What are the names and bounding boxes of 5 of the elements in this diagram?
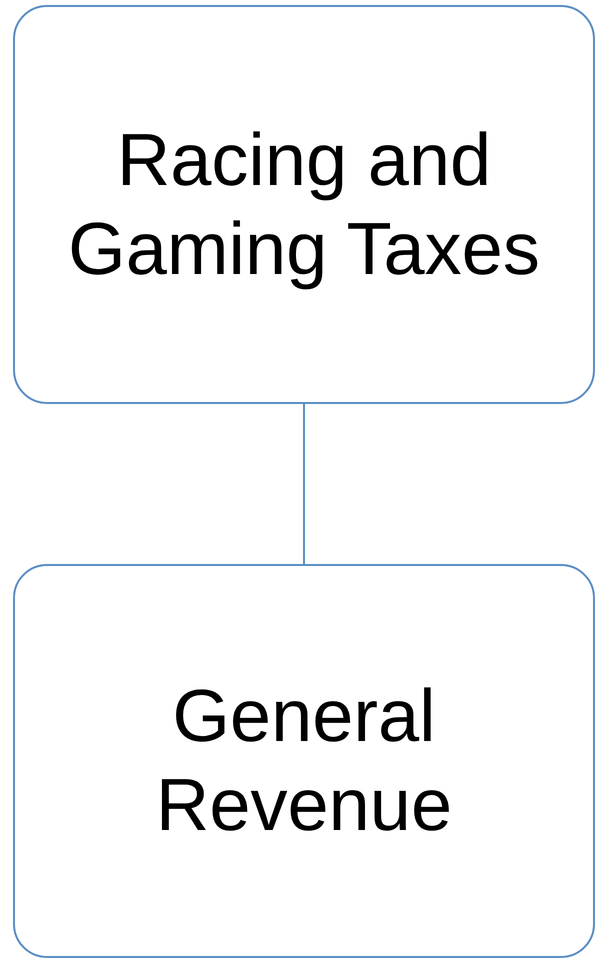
box-label: Racing and Gaming Taxes	[67, 116, 541, 292]
connector-line	[303, 404, 305, 564]
process-box	[13, 5, 595, 404]
box-label: General Revenue	[154, 673, 454, 848]
process-box	[13, 564, 595, 958]
